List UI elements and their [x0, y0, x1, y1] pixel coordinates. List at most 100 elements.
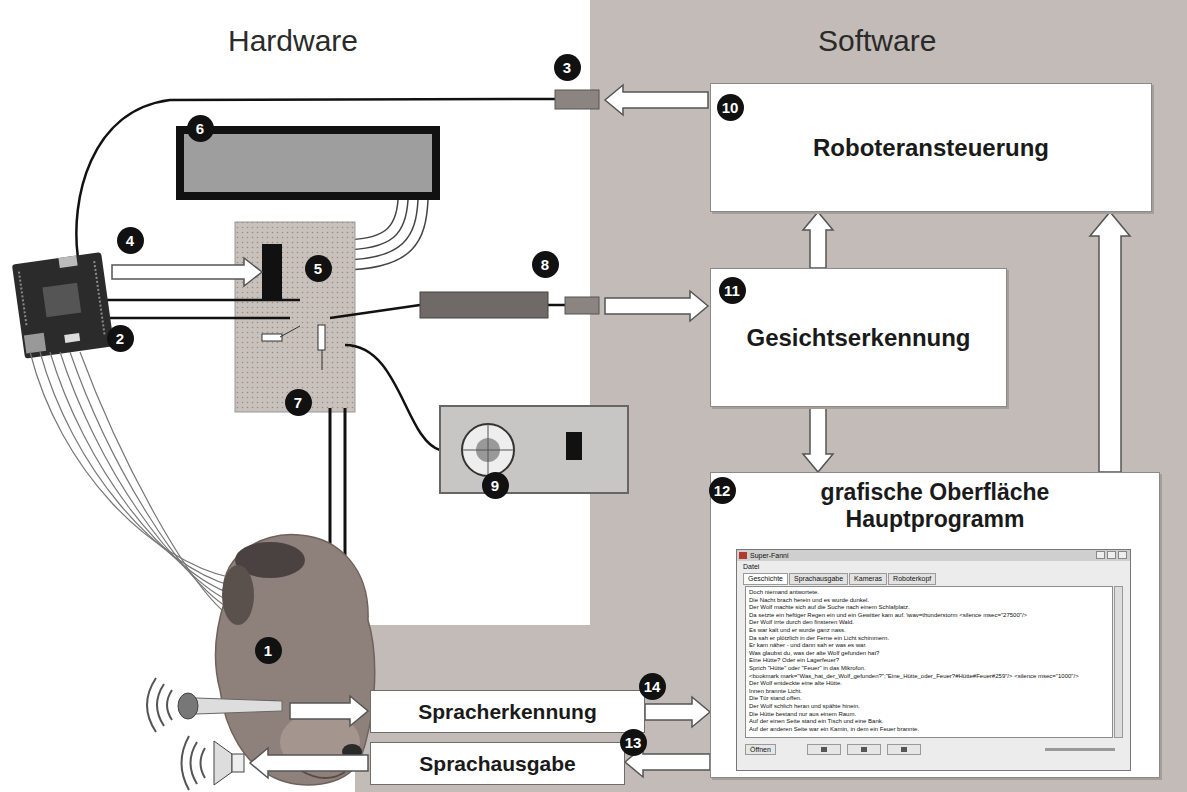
story-line: Doch niemand antwortete. — [746, 589, 1112, 597]
servo-controller-board-part — [12, 252, 114, 359]
player-symbol — [861, 747, 867, 752]
text-area: Doch niemand antwortete.Die Nacht brach … — [745, 586, 1113, 738]
player-button — [807, 744, 841, 755]
perfboard-part — [262, 334, 282, 341]
callout-number: 8 — [541, 257, 549, 272]
block-arrow — [803, 407, 833, 472]
perfboard-part — [318, 325, 325, 350]
loudspeaker-icon-part — [214, 741, 232, 785]
camera-device-part — [420, 292, 548, 318]
tab-label: Geschichte — [743, 573, 788, 585]
window-title: Super-Fanni — [750, 552, 789, 559]
app-icon — [739, 552, 747, 559]
head-wires — [330, 408, 345, 555]
audio-out-arrow — [250, 748, 368, 778]
robot-head-part — [215, 534, 374, 785]
window-button — [1118, 551, 1127, 559]
callout-circle: 4 — [117, 227, 144, 254]
microphone-icon-part — [157, 684, 164, 726]
callout-circle: 2 — [107, 325, 134, 352]
speaker-box — [440, 406, 628, 493]
callout-circle: 8 — [532, 251, 559, 278]
microphone-icon-part — [178, 693, 198, 719]
control-wires — [106, 300, 300, 318]
program-screenshot: Super-FanniDateiGeschichteSprachausgabeK… — [736, 549, 1131, 771]
servo-wires-part — [70, 352, 232, 610]
player-button — [847, 744, 881, 755]
section-heading: Hardware — [228, 24, 358, 57]
player-symbol — [821, 747, 827, 752]
servo-controller-board — [12, 252, 114, 359]
servo-wires-part — [40, 352, 232, 586]
button-row: Öffnen — [745, 744, 1123, 756]
control-wires-part — [106, 317, 290, 320]
callout-number: 12 — [714, 483, 731, 498]
volume-slider — [1045, 748, 1115, 751]
callout-number: 3 — [563, 60, 571, 75]
box-label: Spracherkennung — [418, 700, 597, 724]
data-arrow — [605, 85, 708, 115]
servo-wires-part — [30, 352, 232, 578]
usb-plug-part — [555, 90, 599, 109]
section-heading-wrap: Hardware — [228, 24, 358, 58]
scrollbar — [1114, 586, 1123, 738]
callout-circle: 3 — [554, 54, 581, 81]
module-box: Gesichtserkennung — [710, 268, 1007, 407]
servo-controller-board-part — [94, 261, 104, 334]
callout-circle: 10 — [717, 94, 744, 121]
callout-circle: 9 — [482, 472, 509, 499]
tab-label: Sprachausgabe — [789, 573, 848, 585]
microphone-icon-part — [196, 698, 282, 714]
callout-number: 13 — [625, 735, 642, 750]
block-arrow — [803, 212, 833, 268]
box-label: Sprachausgabe — [419, 752, 575, 776]
callout-number: 7 — [294, 395, 302, 410]
callout-number: 10 — [722, 100, 739, 115]
callout-number: 11 — [724, 283, 740, 298]
audio-in-arrow — [290, 696, 368, 726]
player-button — [887, 744, 921, 755]
robot-head — [215, 534, 374, 785]
speaker-cable-part — [345, 345, 440, 450]
lcd-display-part — [180, 130, 436, 196]
tab-label: Roboterkopf — [888, 573, 936, 585]
module-box: Spracherkennung — [370, 690, 645, 733]
story-line: Der Wolf entdeckte eine alte Hütte. — [746, 680, 1112, 688]
servo-wires-part — [80, 352, 232, 618]
story-line: Was glaubst du, was der alte Wolf gefund… — [746, 650, 1112, 658]
story-line: Der Wolf schlich heran und spähte hinein… — [746, 703, 1112, 711]
loudspeaker-icon — [182, 736, 245, 790]
story-line: Die Nacht brach herein und es wurde dunk… — [746, 597, 1112, 605]
story-line: Der Wolf machte sich auf die Suche nach … — [746, 604, 1112, 612]
tab-row: GeschichteSprachausgabeKamerasRoboterkop… — [743, 573, 937, 585]
story-line: Er kam näher - und dann sah er was es wa… — [746, 642, 1112, 650]
speaker-box-part — [440, 406, 628, 493]
tab-label: Kameras — [849, 573, 887, 585]
perfboard-part — [322, 350, 323, 370]
loudspeaker-icon-part — [191, 742, 198, 784]
microphone-icon — [147, 678, 282, 732]
callout-circle: 1 — [255, 637, 282, 664]
head-wires-part — [329, 408, 332, 552]
menu-wrap: Datei — [743, 562, 759, 571]
box-label: Gesichtserkennung — [746, 324, 970, 352]
microphone-icon-part — [167, 690, 172, 720]
callout-number: 1 — [264, 643, 272, 658]
callout-circle: 11 — [719, 277, 746, 304]
callout-circle: 6 — [187, 115, 214, 142]
loudspeaker-icon-part — [232, 754, 244, 772]
callout-circle: 12 — [709, 477, 736, 504]
perfboard-part — [280, 326, 300, 337]
menu-item: Datei — [743, 563, 759, 570]
player-symbol — [901, 747, 907, 752]
block-arrow — [1090, 212, 1130, 472]
speaker-box-part — [566, 432, 582, 460]
camera-cable-part — [330, 305, 420, 318]
loudspeaker-icon-part — [182, 736, 190, 790]
servo-controller-board-part — [58, 256, 77, 268]
title-bar — [737, 550, 1130, 561]
block-arrow — [645, 697, 710, 727]
lcd-display — [180, 130, 436, 196]
software-region — [355, 0, 1187, 792]
